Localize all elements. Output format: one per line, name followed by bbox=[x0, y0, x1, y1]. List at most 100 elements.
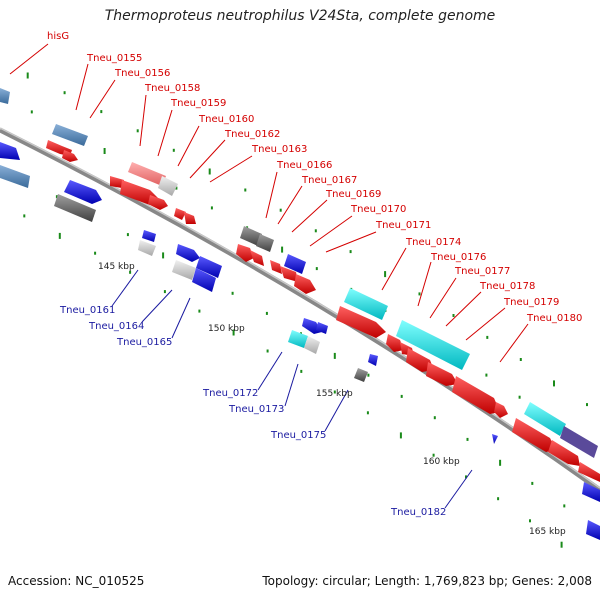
tick-mark bbox=[63, 91, 66, 95]
tick-mark bbox=[497, 497, 500, 501]
gene-label[interactable]: Tneu_0174 bbox=[405, 237, 461, 248]
feature-arrow bbox=[62, 150, 78, 162]
feature-arrow bbox=[138, 240, 156, 256]
feature-arrow bbox=[0, 142, 20, 160]
tick-mark bbox=[30, 110, 33, 114]
feature-arrow bbox=[548, 440, 580, 466]
leader-line bbox=[417, 261, 432, 307]
gene-label[interactable]: Tneu_0162 bbox=[224, 129, 280, 140]
tick-mark bbox=[103, 148, 106, 154]
tick-mark bbox=[198, 309, 201, 313]
feature-arrow bbox=[368, 354, 378, 366]
forward-gene-labels: hisG Tneu_0155 Tneu_0156 Tneu_0158 Tneu_… bbox=[47, 31, 582, 324]
gene-label[interactable]: Tneu_0176 bbox=[430, 252, 486, 263]
gene-label[interactable]: Tneu_0175 bbox=[270, 430, 326, 441]
gene-label[interactable]: Tneu_0169 bbox=[325, 189, 381, 200]
feature-arrow bbox=[236, 244, 254, 262]
accession-text: Accession: NC_010525 bbox=[8, 574, 145, 588]
feature-arrow bbox=[294, 274, 316, 294]
gene-label[interactable]: Tneu_0167 bbox=[301, 175, 357, 186]
leader-line bbox=[171, 297, 191, 339]
gene-label[interactable]: Tneu_0156 bbox=[114, 68, 170, 79]
gene-label[interactable]: Tneu_0165 bbox=[116, 337, 172, 348]
gene-label[interactable]: Tneu_0164 bbox=[88, 321, 144, 332]
tick-mark bbox=[231, 291, 234, 295]
feature-arrow bbox=[110, 176, 124, 188]
tick-mark bbox=[531, 481, 534, 485]
gene-label[interactable]: Tneu_0173 bbox=[228, 404, 284, 415]
outer-features bbox=[0, 88, 598, 458]
tick-mark bbox=[136, 129, 139, 133]
leader-line bbox=[381, 247, 407, 291]
tick-mark bbox=[315, 267, 318, 271]
leader-line bbox=[429, 277, 457, 319]
leader-line bbox=[177, 125, 200, 167]
feature-box bbox=[128, 162, 166, 186]
tick-mark bbox=[519, 358, 522, 361]
feature-arrow bbox=[184, 212, 196, 224]
leader-line bbox=[139, 94, 147, 147]
tick-mark bbox=[163, 290, 166, 294]
feature-arrow bbox=[512, 418, 556, 452]
tick-mark bbox=[300, 369, 303, 373]
tick-mark bbox=[281, 246, 284, 253]
kbp-label: 155 kbp bbox=[316, 389, 353, 399]
gene-label[interactable]: Tneu_0178 bbox=[479, 281, 535, 292]
feature-arrow bbox=[494, 402, 508, 418]
gene-label[interactable]: Tneu_0155 bbox=[86, 53, 142, 64]
leader-lines bbox=[9, 43, 529, 509]
kbp-label: 150 kbp bbox=[208, 324, 245, 334]
tick-mark bbox=[279, 208, 282, 212]
gene-label[interactable]: hisG bbox=[47, 31, 69, 42]
gene-label[interactable]: Tneu_0179 bbox=[503, 297, 559, 308]
gene-label[interactable]: Tneu_0171 bbox=[375, 220, 431, 231]
feature-arrow bbox=[172, 260, 196, 280]
genome-stats-text: Topology: circular; Length: 1,769,823 bp… bbox=[262, 574, 592, 588]
gene-label[interactable]: Tneu_0159 bbox=[170, 98, 226, 109]
leader-line bbox=[324, 389, 349, 432]
tick-mark bbox=[129, 270, 132, 274]
forward-features bbox=[46, 140, 600, 482]
gene-label[interactable]: Tneu_0158 bbox=[144, 83, 200, 94]
gene-label[interactable]: Tneu_0172 bbox=[202, 388, 258, 399]
feature-arrow bbox=[336, 306, 386, 338]
gene-label[interactable]: Tneu_0163 bbox=[251, 144, 307, 155]
gene-label[interactable]: Tneu_0160 bbox=[198, 114, 254, 125]
kbp-label: 160 kbp bbox=[423, 457, 460, 467]
feature-box bbox=[0, 88, 10, 104]
leader-line bbox=[445, 291, 482, 327]
leader-line bbox=[291, 199, 328, 233]
tick-mark bbox=[518, 395, 521, 399]
leader-line bbox=[141, 289, 173, 323]
feature-box bbox=[52, 124, 88, 146]
feature-arrow bbox=[406, 348, 434, 372]
gene-label[interactable]: Tneu_0180 bbox=[526, 313, 582, 324]
tick-mark bbox=[244, 188, 247, 192]
gene-label[interactable]: Tneu_0166 bbox=[276, 160, 332, 171]
feature-arrow bbox=[354, 368, 368, 382]
feature-box bbox=[344, 288, 388, 320]
leader-line bbox=[189, 139, 226, 179]
gene-label[interactable]: Tneu_0161 bbox=[59, 305, 115, 316]
feature-arrow bbox=[192, 268, 216, 292]
scale-labels: 145 kbp 150 kbp 155 kbp 160 kbp 165 kbp bbox=[98, 262, 566, 537]
gene-label[interactable]: Tneu_0177 bbox=[454, 266, 510, 277]
tick-mark bbox=[162, 252, 165, 259]
tick-mark bbox=[126, 233, 129, 237]
gene-label[interactable]: Tneu_0170 bbox=[350, 204, 406, 215]
tick-mark bbox=[384, 271, 387, 278]
feature-arrow bbox=[586, 520, 600, 540]
tick-mark bbox=[314, 229, 317, 233]
feature-arrow bbox=[0, 165, 30, 188]
tick-mark bbox=[210, 206, 213, 210]
tick-mark bbox=[366, 411, 369, 415]
tick-mark bbox=[172, 148, 175, 152]
gene-label[interactable]: Tneu_0182 bbox=[390, 507, 446, 518]
tick-mark bbox=[560, 541, 563, 548]
feature-arrow bbox=[386, 334, 404, 352]
tick-mark bbox=[499, 459, 502, 466]
tick-mark bbox=[58, 232, 61, 239]
feature-arrow bbox=[280, 266, 298, 282]
tick-mark bbox=[563, 504, 566, 508]
